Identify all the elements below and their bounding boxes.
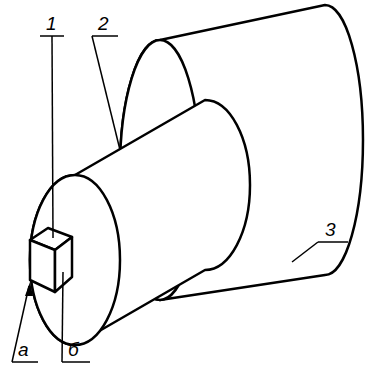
cube-left-face (30, 240, 55, 292)
callout-label: 2 (98, 14, 109, 34)
leader-line (12, 286, 29, 362)
leader-line (52, 36, 53, 238)
leader-line (292, 242, 318, 262)
callout-label: 3 (325, 220, 336, 240)
callout-label: б (68, 340, 79, 360)
leader-line (92, 35, 118, 37)
arrow-head (25, 282, 33, 296)
cylinder-front-face (30, 175, 120, 345)
leader-line (12, 361, 38, 363)
callout-label: 1 (46, 14, 57, 34)
leader-line (62, 272, 63, 362)
leader-line (92, 36, 120, 150)
callout-label: а (18, 340, 29, 360)
leader-line (318, 241, 348, 243)
leader-line (62, 361, 90, 363)
